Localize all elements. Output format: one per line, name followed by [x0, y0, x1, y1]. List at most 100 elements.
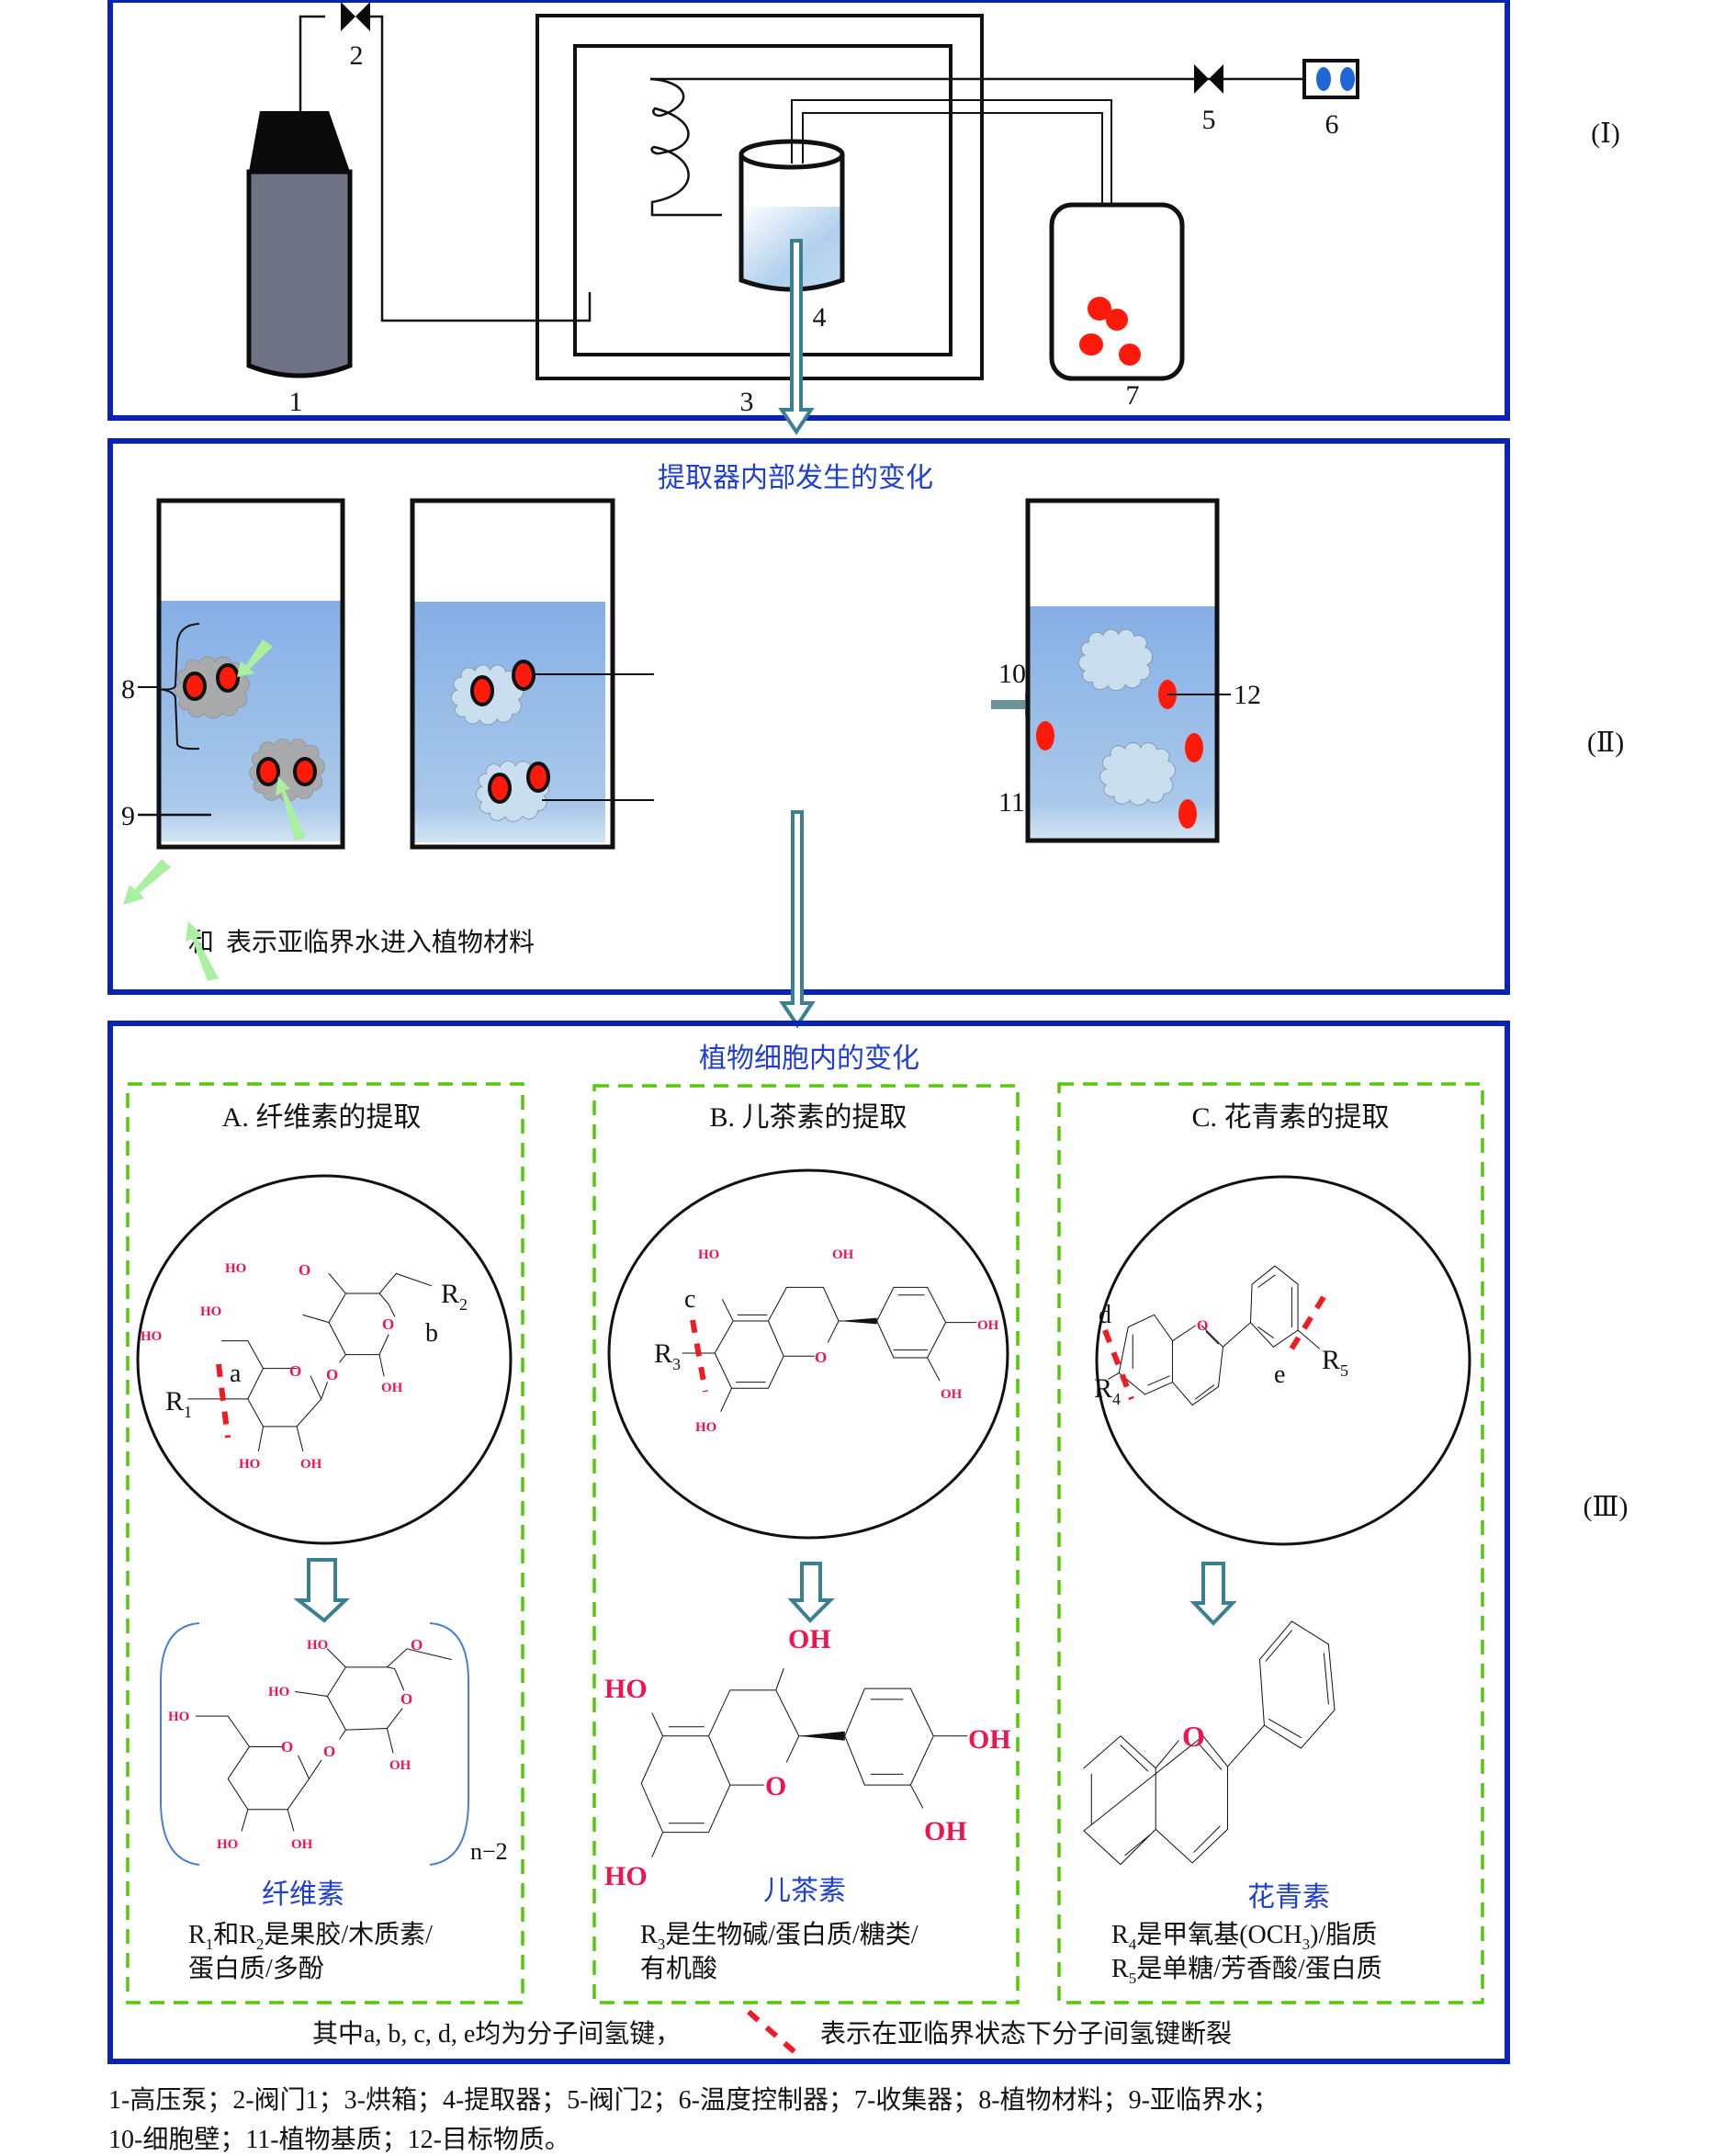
- panel-cell-changes: 植物细胞内的变化 A. 纤维素的提取 HO HO HO O O O O OH H…: [107, 1021, 1510, 2064]
- column-b-desc-2: 有机酸: [640, 1954, 717, 1983]
- bond-label-a: a: [230, 1360, 242, 1388]
- column-b-desc-1: R3是生物碱/蛋白质/糖类/: [640, 1920, 919, 1953]
- compound-name-anthocyanin: 花青素: [1247, 1881, 1330, 1913]
- hbond-break-e-icon: [1285, 1295, 1326, 1357]
- label-extractor: 4: [813, 302, 827, 333]
- column-c-desc-2: R5是单糖/芳香酸/蛋白质: [1111, 1954, 1382, 1987]
- molecule-zoom-circle-b: [607, 1168, 1009, 1540]
- label-plant-matrix: 11: [998, 787, 1025, 818]
- water-entry-arrow-2-icon: [276, 776, 306, 841]
- section-label-1: (Ⅰ): [1591, 119, 1620, 149]
- atom-label: O: [815, 1349, 827, 1366]
- atom-label: OH: [941, 1387, 963, 1402]
- valve-1-icon: [341, 2, 370, 31]
- catechin-structure: [640, 1668, 968, 1857]
- repeat-bracket-right: [429, 1622, 469, 1866]
- anthocyanin-structure: [1083, 1620, 1336, 1866]
- hbond-footnote-right: 表示在亚临界状态下分子间氢键断裂: [820, 2019, 1232, 2049]
- column-c-desc-1: R4是甲氧基(OCH3)/脂质: [1111, 1920, 1377, 1953]
- r4-label: R4: [1094, 1373, 1121, 1408]
- column-cellulose: A. 纤维素的提取 HO HO HO O O O O OH HO OH R1 R…: [136, 1102, 513, 1983]
- collector-icon: [1049, 202, 1185, 381]
- step-arrow-c-icon: [1189, 1562, 1237, 1626]
- oven-inner: [573, 44, 953, 356]
- hbond-break-a-icon: [216, 1363, 231, 1439]
- atom-label: OH: [977, 1318, 999, 1333]
- repeat-count: n−2: [470, 1838, 508, 1865]
- column-a-box: [126, 1082, 524, 2004]
- hbond-break-d-icon: [1102, 1328, 1134, 1401]
- legend-arrow-1-icon: [123, 859, 171, 905]
- atom-label: HO: [200, 1304, 221, 1319]
- atom-label: HO: [268, 1685, 289, 1699]
- legend-text: 表示亚临界水进入植物材料: [226, 927, 535, 957]
- atom-label: HO: [141, 1329, 162, 1344]
- figure-caption-line-2: 10-细胞壁；11-植物基质；12-目标物质。: [108, 2125, 570, 2154]
- beaker-3: [1025, 498, 1231, 843]
- panel-2-title: 提取器内部发生的变化: [658, 462, 933, 494]
- atom-label: OH: [924, 1816, 967, 1846]
- atom-label: O: [411, 1636, 423, 1654]
- atom-label: HO: [604, 1674, 648, 1704]
- hbond-break-legend-icon: [747, 2009, 801, 2059]
- atom-label: HO: [695, 1420, 716, 1435]
- atom-label: O: [323, 1743, 335, 1760]
- column-anthocyanin: C. 花青素的提取 O R4 R5 d e O 花青素 R4是甲氧基(OCH3)…: [1083, 1102, 1471, 1987]
- atom-label: O: [281, 1738, 293, 1755]
- label-valve-1: 2: [350, 40, 364, 71]
- atom-label: OH: [968, 1724, 1011, 1755]
- pipe-outlet-b: [802, 112, 1103, 204]
- column-a-desc-2: 蛋白质/多酚: [188, 1954, 324, 1983]
- beaker-1: [138, 498, 345, 850]
- atom-label: O: [299, 1261, 310, 1279]
- label-oven: 3: [740, 387, 754, 417]
- label-plant-material: 8: [121, 674, 135, 705]
- r3-label: R3: [654, 1338, 681, 1373]
- column-c-heading: C. 花青素的提取: [1191, 1102, 1389, 1133]
- panel-1-border: [107, 0, 1510, 421]
- cellulose-zoom-structure: [187, 1272, 433, 1452]
- atom-label: HO: [168, 1710, 189, 1724]
- section-label-3: (Ⅲ): [1584, 1492, 1629, 1522]
- label-subcritical-water: 9: [121, 801, 135, 831]
- column-a-heading: A. 纤维素的提取: [222, 1102, 422, 1133]
- atom-label: HO: [604, 1861, 648, 1891]
- water-entry-arrow-1-icon: [237, 639, 273, 677]
- atom-label: HO: [225, 1261, 246, 1276]
- compound-name-catechin: 儿茶素: [763, 1875, 846, 1907]
- temperature-controller-icon: [1302, 59, 1359, 99]
- atom-label: O: [400, 1690, 412, 1708]
- heating-coil-icon: [649, 77, 1194, 217]
- label-temp-controller: 6: [1325, 109, 1339, 140]
- step-arrow-b-icon: [787, 1562, 835, 1623]
- panel-extractor-changes: 提取器内部发生的变化 8 9: [107, 438, 1510, 995]
- atom-label: O: [326, 1366, 338, 1383]
- r1-label: R1: [165, 1386, 192, 1421]
- atom-label: OH: [291, 1837, 313, 1852]
- bond-label-b: b: [425, 1319, 438, 1348]
- atom-label: OH: [389, 1758, 411, 1773]
- section-label-2: (Ⅱ): [1587, 728, 1624, 758]
- column-b-heading: B. 儿茶素的提取: [709, 1102, 907, 1133]
- molecule-zoom-circle-c: [1095, 1175, 1471, 1546]
- atom-label: OH: [300, 1457, 322, 1472]
- column-b-box: [592, 1084, 1020, 2004]
- label-cell-wall: 10: [998, 659, 1026, 689]
- legend-arrow-2-icon: [186, 921, 219, 981]
- atom-label: O: [765, 1771, 786, 1801]
- atom-label: HO: [307, 1638, 328, 1653]
- catechin-zoom-structure: [682, 1286, 977, 1412]
- panel-apparatus: 1 2 3 4 5: [107, 0, 1510, 421]
- high-pressure-pump-icon: [246, 111, 353, 378]
- flow-arrow-2-icon: [779, 810, 816, 1029]
- flow-arrow-1-icon: [778, 239, 815, 435]
- figure-caption-line-1: 1-高压泵；2-阀门1；3-烘箱；4-提取器；5-阀门2；6-温度控制器；7-收…: [108, 2085, 1279, 2115]
- column-catechin: B. 儿茶素的提取 HO OH O OH OH HO R3 c HO OH O …: [604, 1102, 1011, 1983]
- oven-outer: [535, 14, 984, 380]
- cellulose-structure: [195, 1648, 452, 1832]
- column-a-desc-1: R1和R2是果胶/木质素/: [188, 1920, 433, 1953]
- atom-label: O: [1197, 1318, 1208, 1334]
- label-collector: 7: [1126, 380, 1140, 411]
- anthocyanin-zoom-structure: [1108, 1265, 1320, 1406]
